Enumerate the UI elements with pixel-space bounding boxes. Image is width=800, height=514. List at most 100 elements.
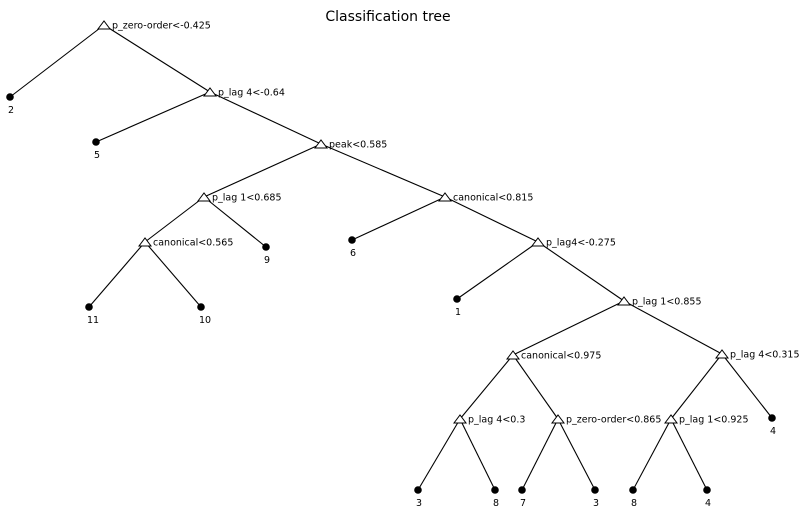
split-condition-label: p_lag 4<0.3 <box>468 415 525 426</box>
leaf-class-label: 8 <box>631 498 637 509</box>
tree-edge <box>417 418 461 491</box>
tree-edge <box>103 24 211 93</box>
leaf-dot-marker <box>262 243 270 251</box>
split-condition-label: p_zero-order<0.865 <box>566 415 661 426</box>
leaf-dot-marker <box>703 486 711 494</box>
tree-edge <box>721 353 773 419</box>
tree-edge <box>203 143 322 198</box>
split-node: peak<0.585 <box>314 139 387 151</box>
split-condition-label: p_zero-order<-0.425 <box>112 21 211 32</box>
split-triangle-marker <box>138 237 152 247</box>
leaf-class-label: 6 <box>350 248 356 259</box>
leaf-class-label: 3 <box>416 498 422 509</box>
tree-edge <box>320 143 446 198</box>
split-triangle-marker <box>438 192 452 202</box>
split-node: canonical<0.565 <box>138 237 233 249</box>
leaf-dot-marker <box>414 486 422 494</box>
leaf-class-label: 4 <box>770 426 776 437</box>
leaf-node: 9 <box>262 243 270 266</box>
leaf-class-label: 2 <box>8 105 14 116</box>
leaf-node: 11 <box>85 303 99 326</box>
leaf-dot-marker <box>85 303 93 311</box>
leaf-class-label: 1 <box>455 307 461 318</box>
tree-edge <box>459 418 496 491</box>
tree-edge <box>670 418 708 491</box>
split-node: p_lag 4<0.315 <box>715 349 800 361</box>
tree-edge <box>144 241 202 308</box>
leaf-dot-marker <box>453 295 461 303</box>
leaf-class-label: 10 <box>199 315 211 326</box>
leaf-dot-marker <box>768 414 776 422</box>
tree-edge <box>537 241 625 302</box>
leaf-node: 10 <box>197 303 211 326</box>
edges-layer <box>9 24 773 491</box>
split-condition-label: canonical<0.815 <box>453 193 533 204</box>
tree-edge <box>9 24 105 98</box>
leaf-dot-marker <box>518 486 526 494</box>
leaf-class-label: 11 <box>87 315 99 326</box>
split-condition-label: p_lag 1<0.685 <box>212 193 282 204</box>
nodes-layer: p_zero-order<-0.425 2 p_lag 4<-0.64 5 peak<0… <box>6 20 800 509</box>
split-triangle-marker <box>506 350 520 360</box>
leaf-node: 1 <box>453 295 461 318</box>
leaf-class-label: 5 <box>94 150 100 161</box>
tree-edge <box>444 196 539 243</box>
leaf-dot-marker <box>6 93 14 101</box>
leaf-dot-marker <box>591 486 599 494</box>
split-condition-label: p_lag4<-0.275 <box>546 238 616 249</box>
split-condition-label: p_lag 4<0.315 <box>730 350 800 361</box>
leaf-class-label: 4 <box>705 498 711 509</box>
split-node: p_lag4<-0.275 <box>531 237 616 249</box>
split-node: p_lag 4<-0.64 <box>203 87 285 99</box>
leaf-dot-marker <box>197 303 205 311</box>
split-triangle-marker <box>531 237 545 247</box>
split-triangle-marker <box>551 414 565 424</box>
split-node: p_zero-order<-0.425 <box>97 20 211 32</box>
split-node: p_lag 1<0.855 <box>617 296 702 308</box>
leaf-node: 3 <box>414 486 422 509</box>
split-condition-label: peak<0.585 <box>329 140 387 151</box>
leaf-node: 5 <box>92 138 100 161</box>
leaf-node: 2 <box>6 93 14 116</box>
leaf-node: 7 <box>518 486 526 509</box>
split-triangle-marker <box>453 414 467 424</box>
split-triangle-marker <box>617 296 631 306</box>
split-node: canonical<0.815 <box>438 192 533 204</box>
tree-title: Classification tree <box>325 9 450 25</box>
leaf-node: 8 <box>491 486 499 509</box>
leaf-node: 3 <box>591 486 599 509</box>
leaf-node: 4 <box>703 486 711 509</box>
split-triangle-marker <box>715 349 729 359</box>
split-node: p_lag 1<0.685 <box>197 192 282 204</box>
tree-edge <box>209 91 322 145</box>
tree-edge <box>459 354 514 420</box>
tree-edge <box>512 354 559 420</box>
tree-edge <box>456 241 539 300</box>
tree-edge <box>88 241 146 308</box>
leaf-class-label: 7 <box>520 498 526 509</box>
tree-edge <box>623 300 723 355</box>
tree-edge <box>557 418 596 491</box>
split-triangle-marker <box>314 139 328 149</box>
tree-edge <box>670 353 723 420</box>
tree-edge <box>512 300 625 356</box>
split-node: p_lag 1<0.925 <box>664 414 749 426</box>
split-triangle-marker <box>203 87 217 97</box>
leaf-class-label: 3 <box>593 498 599 509</box>
split-node: canonical<0.975 <box>506 350 601 362</box>
tree-edge <box>351 196 446 241</box>
tree-edge <box>632 418 672 491</box>
tree-edge <box>521 418 559 491</box>
leaf-dot-marker <box>491 486 499 494</box>
leaf-node: 8 <box>629 486 637 509</box>
split-condition-label: canonical<0.565 <box>153 238 233 249</box>
leaf-dot-marker <box>92 138 100 146</box>
split-node: p_zero-order<0.865 <box>551 414 661 426</box>
split-condition-label: p_lag 4<-0.64 <box>218 88 285 99</box>
split-condition-label: canonical<0.975 <box>521 351 601 362</box>
leaf-node: 4 <box>768 414 776 437</box>
leaf-dot-marker <box>629 486 637 494</box>
split-triangle-marker <box>97 20 111 30</box>
split-triangle-marker <box>197 192 211 202</box>
